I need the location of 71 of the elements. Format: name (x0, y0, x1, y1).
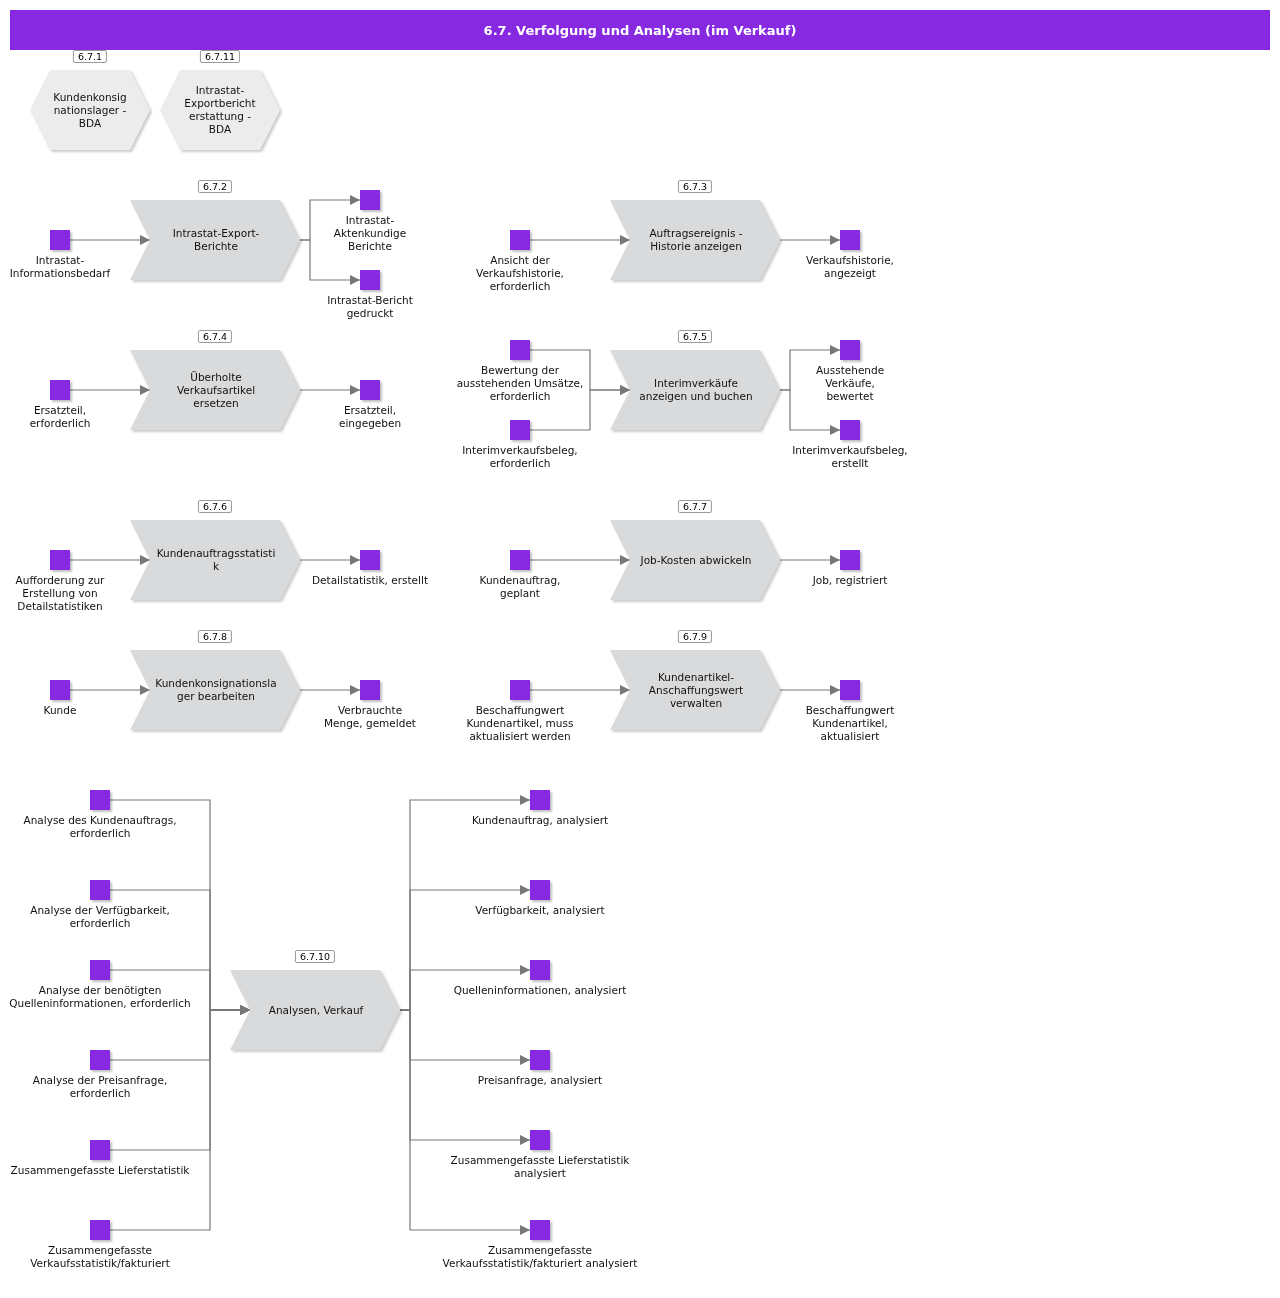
event-label: Verfügbarkeit, analysiert (474, 904, 606, 917)
event-label: Zusammengefasste Lieferstatistik analysiert (449, 1154, 631, 1180)
event-label: Analyse der Preisanfrage, erforderlich (31, 1074, 169, 1100)
event-label: Beschaffungwert Kundenartikel, muss aktualisiert werden (465, 704, 575, 743)
arrow (299, 685, 361, 695)
event-label: Zusammengefasste Verkaufsstatistik/fakturiert analysiert (441, 1244, 639, 1270)
process-number: 6.7.2 (197, 180, 233, 193)
event-label: Beschaffungwert Kundenartikel, aktualisiert (804, 704, 896, 743)
process-number: 6.7.6 (197, 500, 233, 513)
event-label: Interimverkaufsbeleg, erstellt (791, 444, 909, 470)
event-label: Analyse der benötigten Quelleninformationen, erforderlich (8, 984, 192, 1010)
event-label: Kundenauftrag, geplant (478, 574, 562, 600)
process-number: 6.7.4 (197, 330, 233, 343)
arrow (299, 239, 361, 285)
process-label: Kundenartikel-Anschaffungswert verwalten (647, 669, 745, 711)
event-label: Zusammengefasste Verkaufsstatistik/fakturiert (29, 1244, 171, 1270)
event-label: Verbrauchte Menge, gemeldet (323, 704, 417, 730)
event-label: Analyse des Kundenauftrags, erforderlich (22, 814, 178, 840)
arrow (299, 385, 361, 395)
event-label: Ansicht der Verkaufshistorie, erforderlich (475, 254, 565, 293)
arrow (529, 385, 631, 431)
event-label: Zusammengefasste Lieferstatistik (9, 1164, 191, 1177)
event-label: Analyse der Verfügbarkeit, erforderlich (29, 904, 171, 930)
process-label: Interimverkäufe anzeigen und buchen (638, 376, 754, 404)
event-label: Verkaufshistorie, angezeigt (805, 254, 895, 280)
arrow (779, 235, 841, 245)
arrow (529, 685, 631, 695)
arrow (69, 555, 151, 565)
process-number: 6.7.7 (677, 500, 713, 513)
process-number: 6.7.8 (197, 630, 233, 643)
event-label: Ersatzteil, eingegeben (337, 404, 403, 430)
event-label: Aufforderung zur Erstellung von Detailstatistiken (14, 574, 106, 613)
process-number: 6.7.10 (294, 950, 336, 963)
arrow (69, 685, 151, 695)
arrow (779, 389, 841, 435)
event-label: Interimverkaufsbeleg, erforderlich (461, 444, 579, 470)
process-label: Kundenauftragsstatistik (155, 546, 277, 574)
process-label: Analysen, Verkauf (267, 1002, 365, 1018)
arrow (299, 555, 361, 565)
event-label: Detailstatistik, erstellt (311, 574, 429, 587)
arrow (529, 555, 631, 565)
process-number: 6.7.3 (677, 180, 713, 193)
arrow (69, 385, 151, 395)
process-label: Kundenkonsignationslager - BDA (52, 89, 128, 131)
arrow (69, 235, 151, 245)
title-band: 6.7. Verfolgung und Analysen (im Verkauf) (10, 10, 1270, 50)
event-label: Intrastat-Aktenkundige Berichte (332, 214, 408, 253)
process-label: Job-Kosten abwickeln (639, 552, 753, 568)
arrow (779, 555, 841, 565)
event-label: Job, registriert (811, 574, 889, 587)
process-number: 6.7.9 (677, 630, 713, 643)
process-label: Kundenkonsignationslager bearbeiten (154, 676, 278, 704)
arrow (109, 1005, 251, 1231)
event-label: Ausstehende Verkäufe, bewertet (814, 364, 886, 403)
event-label: Quelleninformationen, analysiert (452, 984, 628, 997)
process-number: 6.7.1 (72, 50, 108, 63)
process-label: Überholte Verkaufsartikel ersetzen (175, 369, 257, 411)
arrow (779, 685, 841, 695)
event-label: Kundenauftrag, analysiert (470, 814, 610, 827)
process-label: Intrastat-Export-Berichte (171, 226, 261, 254)
process-label: Auftragsereignis - Historie anzeigen (648, 226, 744, 254)
event-label: Intrastat-Informationsbedarf (8, 254, 112, 280)
event-label: Kunde (42, 704, 78, 717)
process-number: 6.7.5 (677, 330, 713, 343)
event-label: Bewertung der ausstehenden Umsätze, erforderlich (455, 364, 585, 403)
process-label: Intrastat-Exportberichterstattung - BDA (183, 83, 257, 137)
event-label: Intrastat-Bericht gedruckt (326, 294, 414, 320)
process-number: 6.7.11 (199, 50, 241, 63)
event-label: Ersatzteil, erforderlich (28, 404, 92, 430)
event-label: Preisanfrage, analysiert (476, 1074, 604, 1087)
arrow (529, 235, 631, 245)
